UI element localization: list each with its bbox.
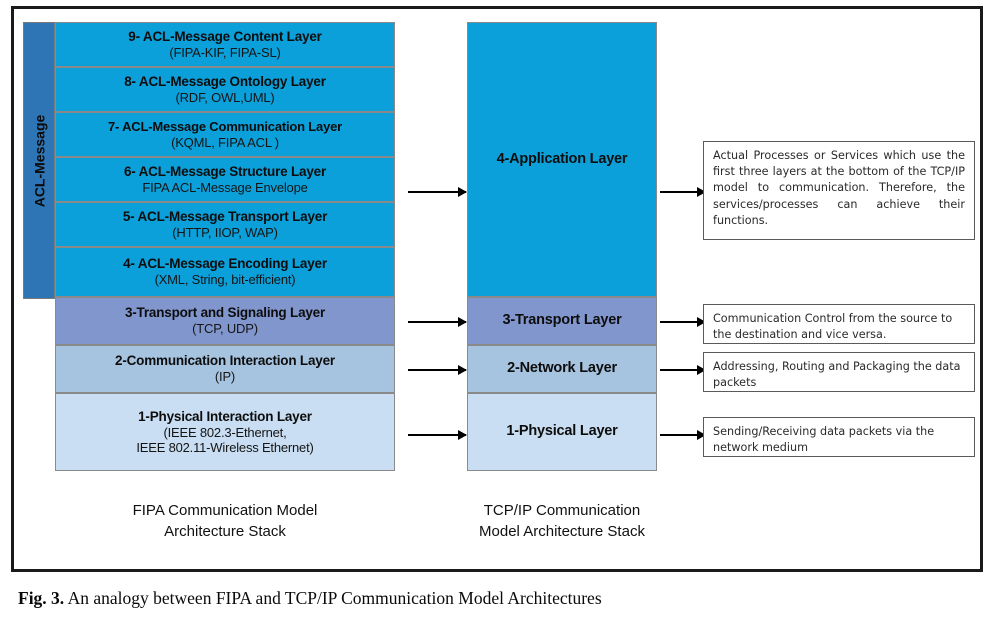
fipa-layer-7[interactable]: 7- ACL-Message Communication Layer (KQML… bbox=[55, 112, 395, 157]
fipa-layer-8-title: 8- ACL-Message Ontology Layer bbox=[124, 73, 326, 89]
fipa-layer-4-sub: (XML, String, bit-efficient) bbox=[154, 272, 296, 288]
tcp-layer-1-title: 1-Physical Layer bbox=[506, 423, 618, 440]
fipa-layer-8-sub: (RDF, OWL,UML) bbox=[175, 89, 275, 105]
note-transport-layer: Communication Control from the source to… bbox=[703, 304, 975, 344]
arrow-transport-to-note bbox=[660, 321, 705, 323]
fipa-layer-5[interactable]: 5- ACL-Message Transport Layer (HTTP, II… bbox=[55, 202, 395, 247]
fipa-stack-caption-line1: FIPA Communication Model bbox=[132, 502, 318, 519]
fipa-layer-1[interactable]: 1-Physical Interaction Layer (IEEE 802.3… bbox=[55, 393, 395, 471]
arrow-fipa-to-physical bbox=[408, 434, 466, 436]
fipa-layer-5-title: 5- ACL-Message Transport Layer bbox=[122, 208, 328, 224]
tcp-layer-2-title: 2-Network Layer bbox=[507, 360, 617, 377]
tcp-layer-3-title: 3-Transport Layer bbox=[502, 312, 622, 329]
fipa-layer-2-sub: (IP) bbox=[214, 369, 236, 385]
fipa-layer-3-title: 3-Transport and Signaling Layer bbox=[124, 305, 326, 321]
note-physical-layer: Sending/Receiving data packets via the n… bbox=[703, 417, 975, 457]
figure-caption-text: An analogy between FIPA and TCP/IP Commu… bbox=[67, 588, 602, 608]
acl-message-band: ACL-Message bbox=[23, 22, 55, 299]
fipa-layer-2-title: 2-Communication Interaction Layer bbox=[115, 353, 335, 369]
fipa-layer-9[interactable]: 9- ACL-Message Content Layer (FIPA-KIF, … bbox=[55, 22, 395, 67]
fipa-stack-caption: FIPA Communication Model Architecture St… bbox=[55, 500, 395, 543]
arrow-physical-to-note bbox=[660, 434, 705, 436]
tcpip-stack-caption-line1: TCP/IP Communication bbox=[483, 502, 641, 519]
fipa-layer-4[interactable]: 4- ACL-Message Encoding Layer (XML, Stri… bbox=[55, 247, 395, 297]
tcp-layer-3-transport[interactable]: 3-Transport Layer bbox=[467, 297, 657, 345]
tcp-layer-4-application[interactable]: 4-Application Layer bbox=[467, 22, 657, 297]
fipa-layer-8[interactable]: 8- ACL-Message Ontology Layer (RDF, OWL,… bbox=[55, 67, 395, 112]
arrow-fipa-to-transport bbox=[408, 321, 466, 323]
fipa-layer-1-sub2: IEEE 802.11-Wireless Ethernet) bbox=[136, 439, 314, 455]
fipa-stack-caption-line2: Architecture Stack bbox=[164, 523, 286, 541]
figure-caption-label: Fig. 3. bbox=[18, 588, 65, 608]
fipa-layer-5-sub: (HTTP, IIOP, WAP) bbox=[172, 224, 278, 240]
arrow-fipa-to-application bbox=[408, 191, 466, 193]
fipa-layer-1-sub: (IEEE 802.3-Ethernet, bbox=[163, 424, 287, 440]
tcp-layer-1-physical[interactable]: 1-Physical Layer bbox=[467, 393, 657, 471]
tcpip-stack-caption: TCP/IP Communication Model Architecture … bbox=[462, 500, 662, 543]
note-application-layer: Actual Processes or Services which use t… bbox=[703, 141, 975, 240]
figure-caption: Fig. 3. An analogy between FIPA and TCP/… bbox=[18, 588, 978, 609]
fipa-layer-4-title: 4- ACL-Message Encoding Layer bbox=[123, 256, 327, 272]
arrow-application-to-note bbox=[660, 191, 705, 193]
fipa-layer-9-title: 9- ACL-Message Content Layer bbox=[128, 28, 322, 44]
fipa-layer-6-sub: FIPA ACL-Message Envelope bbox=[142, 179, 308, 195]
fipa-layer-3[interactable]: 3-Transport and Signaling Layer (TCP, UD… bbox=[55, 297, 395, 345]
arrow-network-to-note bbox=[660, 369, 705, 371]
fipa-layer-7-sub: (KQML, FIPA ACL ) bbox=[171, 134, 279, 150]
tcp-layer-4-title: 4-Application Layer bbox=[496, 150, 628, 167]
fipa-layer-3-sub: (TCP, UDP) bbox=[192, 321, 258, 337]
arrow-fipa-to-network bbox=[408, 369, 466, 371]
fipa-layer-6-title: 6- ACL-Message Structure Layer bbox=[123, 163, 327, 179]
note-network-layer: Addressing, Routing and Packaging the da… bbox=[703, 352, 975, 392]
fipa-layer-1-title: 1-Physical Interaction Layer bbox=[138, 408, 312, 424]
fipa-layer-6[interactable]: 6- ACL-Message Structure Layer FIPA ACL-… bbox=[55, 157, 395, 202]
fipa-layer-9-sub: (FIPA-KIF, FIPA-SL) bbox=[169, 44, 281, 60]
fipa-layer-7-title: 7- ACL-Message Communication Layer bbox=[108, 119, 342, 135]
fipa-layer-2[interactable]: 2-Communication Interaction Layer (IP) bbox=[55, 345, 395, 393]
tcpip-stack-caption-line2: Model Architecture Stack bbox=[479, 523, 645, 541]
tcp-layer-2-network[interactable]: 2-Network Layer bbox=[467, 345, 657, 393]
